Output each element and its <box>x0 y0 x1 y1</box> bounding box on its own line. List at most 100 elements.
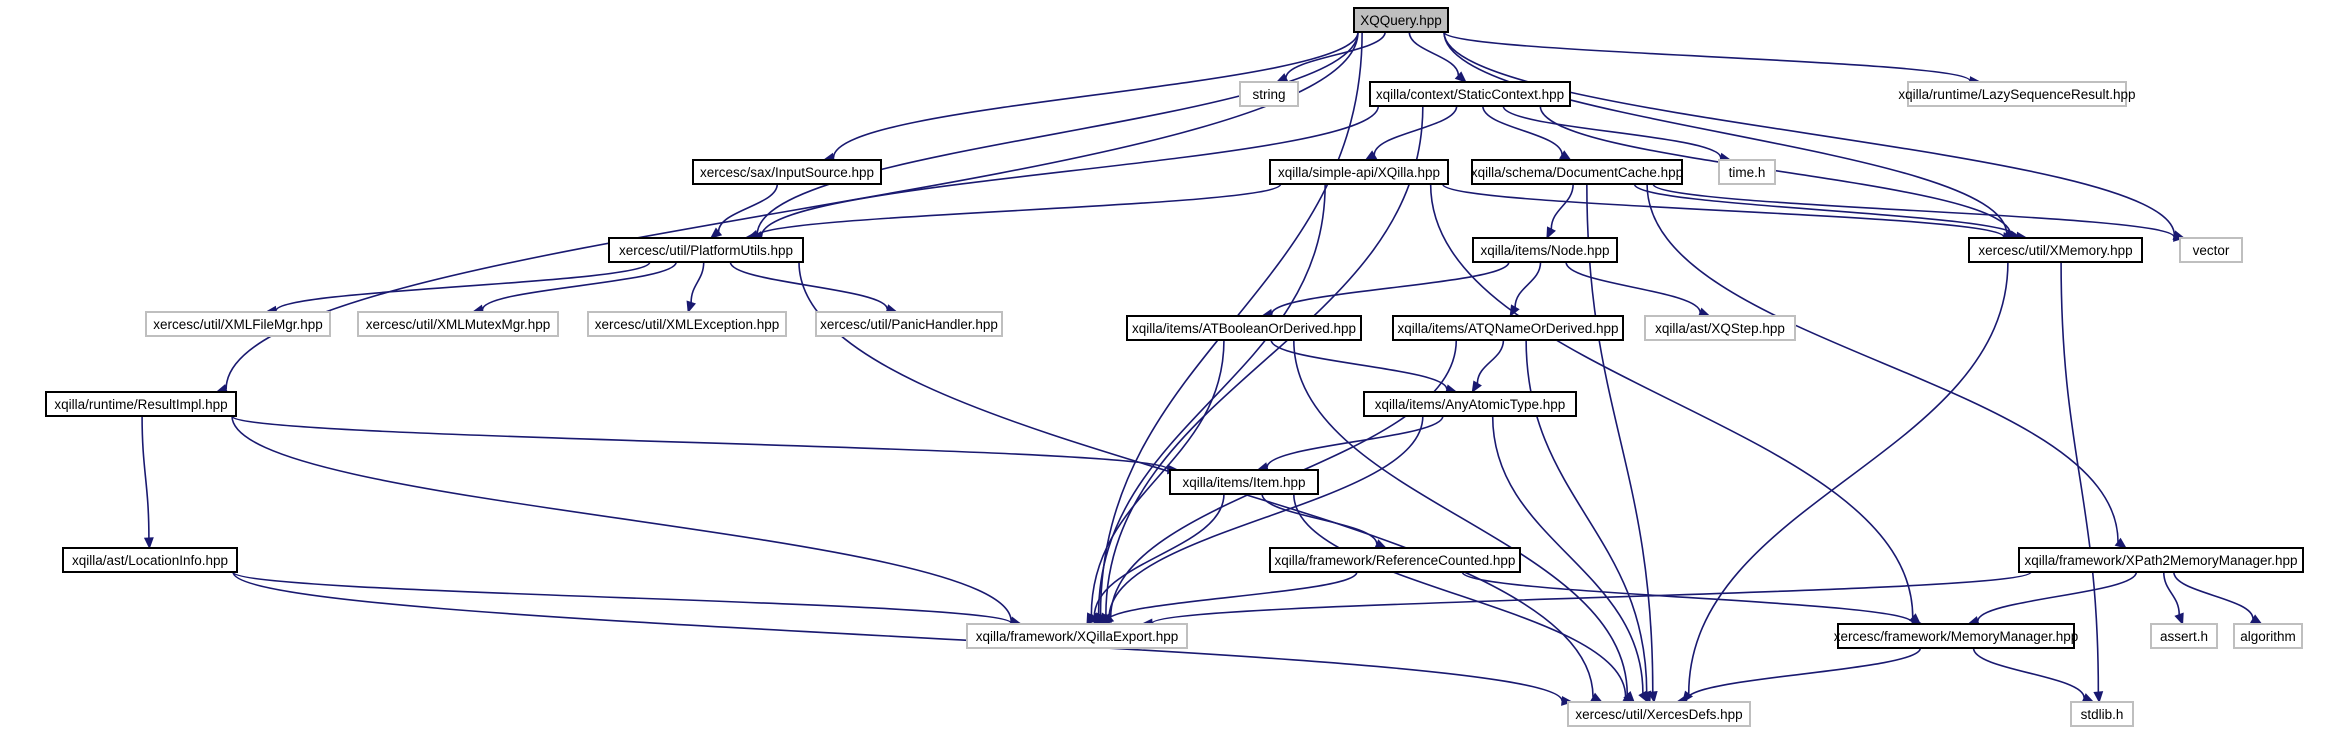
node-box <box>1239 81 1299 107</box>
node-asserth: assert.h <box>2150 623 2218 649</box>
edge-LocationInfo-to-XercesDefs <box>232 571 1574 706</box>
edge-StaticContext-to-DocumentCache <box>1482 105 1572 161</box>
edge-line <box>1271 261 1510 315</box>
node-panichandler: xercesc/util/PanicHandler.hpp <box>815 311 1003 337</box>
node-label: xqilla/items/AnyAtomicType.hpp <box>1375 397 1566 412</box>
edge-line <box>141 415 150 539</box>
node-box <box>1269 159 1449 185</box>
edge-line <box>1685 647 1922 701</box>
node-label: xercesc/util/XMLException.hpp <box>595 317 780 332</box>
node-resultimpl[interactable]: xqilla/runtime/ResultImpl.hpp <box>45 391 237 417</box>
node-atboolean[interactable]: xqilla/items/ATBooleanOrDerived.hpp <box>1126 315 1362 341</box>
edge-line <box>1293 493 1627 697</box>
edge-InputSource-to-PlatformUtils <box>709 183 779 239</box>
edge-line <box>2173 571 2254 620</box>
node-label: xqilla/framework/XPath2MemoryManager.hpp <box>2024 553 2297 568</box>
edge-line <box>231 415 1169 471</box>
node-nodehpp[interactable]: xqilla/items/Node.hpp <box>1472 237 1618 263</box>
node-staticcontext[interactable]: xqilla/context/StaticContext.hpp <box>1369 81 1571 107</box>
node-label: xqilla/items/Node.hpp <box>1480 243 1609 258</box>
node-box <box>2070 701 2134 727</box>
edge-PlatformUtils-to-XMLFileMgr <box>264 261 651 316</box>
edge-line <box>232 571 1013 625</box>
edge-line <box>756 31 1359 235</box>
node-label: algorithm <box>2240 629 2296 644</box>
node-label: xercesc/util/XercesDefs.hpp <box>1575 707 1742 722</box>
node-box <box>1269 547 1521 573</box>
node-label: xqilla/items/ATQNameOrDerived.hpp <box>1397 321 1618 336</box>
edge-XQQuery-to-LazySeq <box>1443 31 1982 86</box>
edge-arrowhead <box>2114 537 2127 549</box>
edge-arrowhead <box>2173 232 2186 242</box>
edge-line <box>1972 647 2085 699</box>
edge-line <box>2162 571 2181 615</box>
edges-layer <box>141 31 2263 706</box>
edge-line <box>1646 183 2119 542</box>
edge-XPath2MM-to-algorithm <box>2173 571 2263 625</box>
edge-ResultImpl-to-LocationInfo <box>141 415 154 550</box>
node-label: xqilla/runtime/LazySequenceResult.hpp <box>1898 87 2135 102</box>
node-box <box>1353 7 1449 33</box>
edge-MemoryManager-to-stdlibh <box>1972 647 2095 703</box>
edge-arrowhead <box>1638 690 1649 704</box>
node-item[interactable]: xqilla/items/Item.hpp <box>1169 469 1319 495</box>
edge-Item-to-RefCounted <box>1261 493 1388 549</box>
node-xqquery[interactable]: XQQuery.hpp <box>1353 7 1449 33</box>
node-box <box>1471 159 1683 185</box>
node-label: xqilla/ast/LocationInfo.hpp <box>72 553 228 568</box>
node-box <box>692 159 882 185</box>
node-inputsource[interactable]: xercesc/sax/InputSource.hpp <box>692 159 882 185</box>
edge-XQQuery-to-XMemory <box>1443 31 2018 240</box>
edge-line <box>1373 105 1458 156</box>
node-xmemory[interactable]: xercesc/util/XMemory.hpp <box>1968 237 2143 263</box>
node-label: xercesc/util/XMemory.hpp <box>1978 243 2132 258</box>
node-label: xqilla/context/StaticContext.hpp <box>1376 87 1564 102</box>
node-string: string <box>1239 81 1299 107</box>
edge-PlatformUtils-to-XMLMutexMgr <box>471 261 678 315</box>
node-box <box>1169 469 1319 495</box>
edge-line <box>232 571 1563 702</box>
node-box <box>1644 315 1796 341</box>
node-refcounted[interactable]: xqilla/framework/ReferenceCounted.hpp <box>1269 547 1521 573</box>
edge-line <box>832 31 1359 158</box>
edge-NodeHpp-to-XQStep <box>1565 261 1711 317</box>
node-label: xqilla/items/Item.hpp <box>1182 475 1305 490</box>
edge-arrowhead <box>1509 304 1520 318</box>
edge-line <box>1408 31 1460 76</box>
edge-XQilla-to-PlatformUtils <box>743 183 1282 242</box>
node-box <box>1567 701 1751 727</box>
edge-line <box>1093 493 1225 618</box>
node-box <box>1369 81 1571 107</box>
node-box <box>2018 547 2304 573</box>
node-box <box>1968 237 2143 263</box>
node-box <box>1392 315 1624 341</box>
edge-XQQuery-to-StaticContext <box>1408 31 1467 83</box>
node-platformutils[interactable]: xercesc/util/PlatformUtils.hpp <box>608 237 804 263</box>
edge-arrowhead <box>1546 226 1556 240</box>
edge-XQQuery-to-string <box>1275 31 1386 83</box>
edge-line <box>1261 493 1378 545</box>
node-box <box>966 623 1188 649</box>
node-box <box>1363 391 1577 417</box>
edge-XQilla-to-XMemory <box>1441 183 2015 242</box>
node-label: assert.h <box>2160 629 2208 644</box>
node-atqname[interactable]: xqilla/items/ATQNameOrDerived.hpp <box>1392 315 1624 341</box>
node-memorymanager[interactable]: xercesc/framework/MemoryManager.hpp <box>1834 623 2079 649</box>
node-locationinfo[interactable]: xqilla/ast/LocationInfo.hpp <box>62 547 238 573</box>
node-anyatomic[interactable]: xqilla/items/AnyAtomicType.hpp <box>1363 391 1577 417</box>
node-xmlfilemgr: xercesc/util/XMLFileMgr.hpp <box>145 311 331 337</box>
edge-line <box>1090 339 1225 615</box>
node-label: string <box>1252 87 1285 102</box>
node-box <box>45 391 237 417</box>
edge-line <box>1687 261 2009 694</box>
node-box <box>1718 159 1776 185</box>
edge-ResultImpl-to-Item <box>231 415 1180 475</box>
node-xqilla[interactable]: xqilla/simple-api/XQilla.hpp <box>1269 159 1449 185</box>
node-label: xercesc/util/PanicHandler.hpp <box>820 317 998 332</box>
node-label: vector <box>2193 243 2230 258</box>
node-xpath2mm[interactable]: xqilla/framework/XPath2MemoryManager.hpp <box>2018 547 2304 573</box>
node-box <box>1472 237 1618 263</box>
edge-DocumentCache-to-NodeHpp <box>1546 183 1574 240</box>
node-documentcache[interactable]: xqilla/schema/DocumentCache.hpp <box>1471 159 1683 185</box>
edge-DocumentCache-to-vector <box>1652 183 2186 242</box>
